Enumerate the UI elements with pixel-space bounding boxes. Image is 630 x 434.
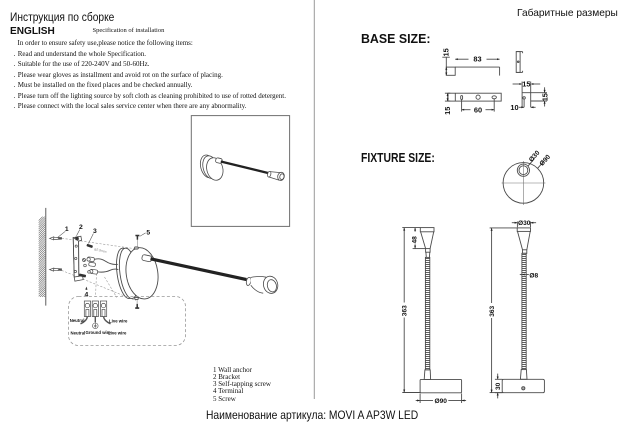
svg-text:Live wire: Live wire bbox=[108, 331, 127, 336]
svg-text:363: 363 bbox=[402, 305, 409, 316]
svg-text:Ø90: Ø90 bbox=[539, 153, 553, 167]
svg-text:30: 30 bbox=[495, 382, 502, 390]
svg-text:83: 83 bbox=[473, 55, 481, 64]
svg-text:15: 15 bbox=[522, 80, 530, 89]
svg-text:15: 15 bbox=[540, 93, 549, 101]
svg-text:Ø30: Ø30 bbox=[518, 220, 531, 227]
svg-text:5: 5 bbox=[146, 230, 150, 237]
svg-text:15: 15 bbox=[443, 107, 452, 115]
svg-text:Ø90: Ø90 bbox=[434, 398, 447, 405]
svg-text:4: 4 bbox=[85, 291, 89, 298]
svg-text:15: 15 bbox=[441, 48, 450, 56]
svg-text:Neutral: Neutral bbox=[70, 318, 85, 323]
svg-text:Live wire: Live wire bbox=[109, 319, 128, 324]
svg-text:1: 1 bbox=[65, 226, 69, 233]
svg-text:363: 363 bbox=[489, 305, 496, 316]
svg-text:48: 48 bbox=[411, 236, 418, 244]
svg-text:Ground wire: Ground wire bbox=[86, 330, 112, 335]
svg-text:60: 60 bbox=[474, 105, 482, 114]
svg-text:Neutral: Neutral bbox=[71, 331, 86, 336]
svg-text:Ø8: Ø8 bbox=[529, 272, 538, 279]
svg-text:2: 2 bbox=[79, 224, 83, 231]
svg-text:3: 3 bbox=[93, 228, 97, 235]
svg-text:10: 10 bbox=[510, 103, 518, 112]
svg-text:φ2.9mm: φ2.9mm bbox=[94, 247, 107, 254]
